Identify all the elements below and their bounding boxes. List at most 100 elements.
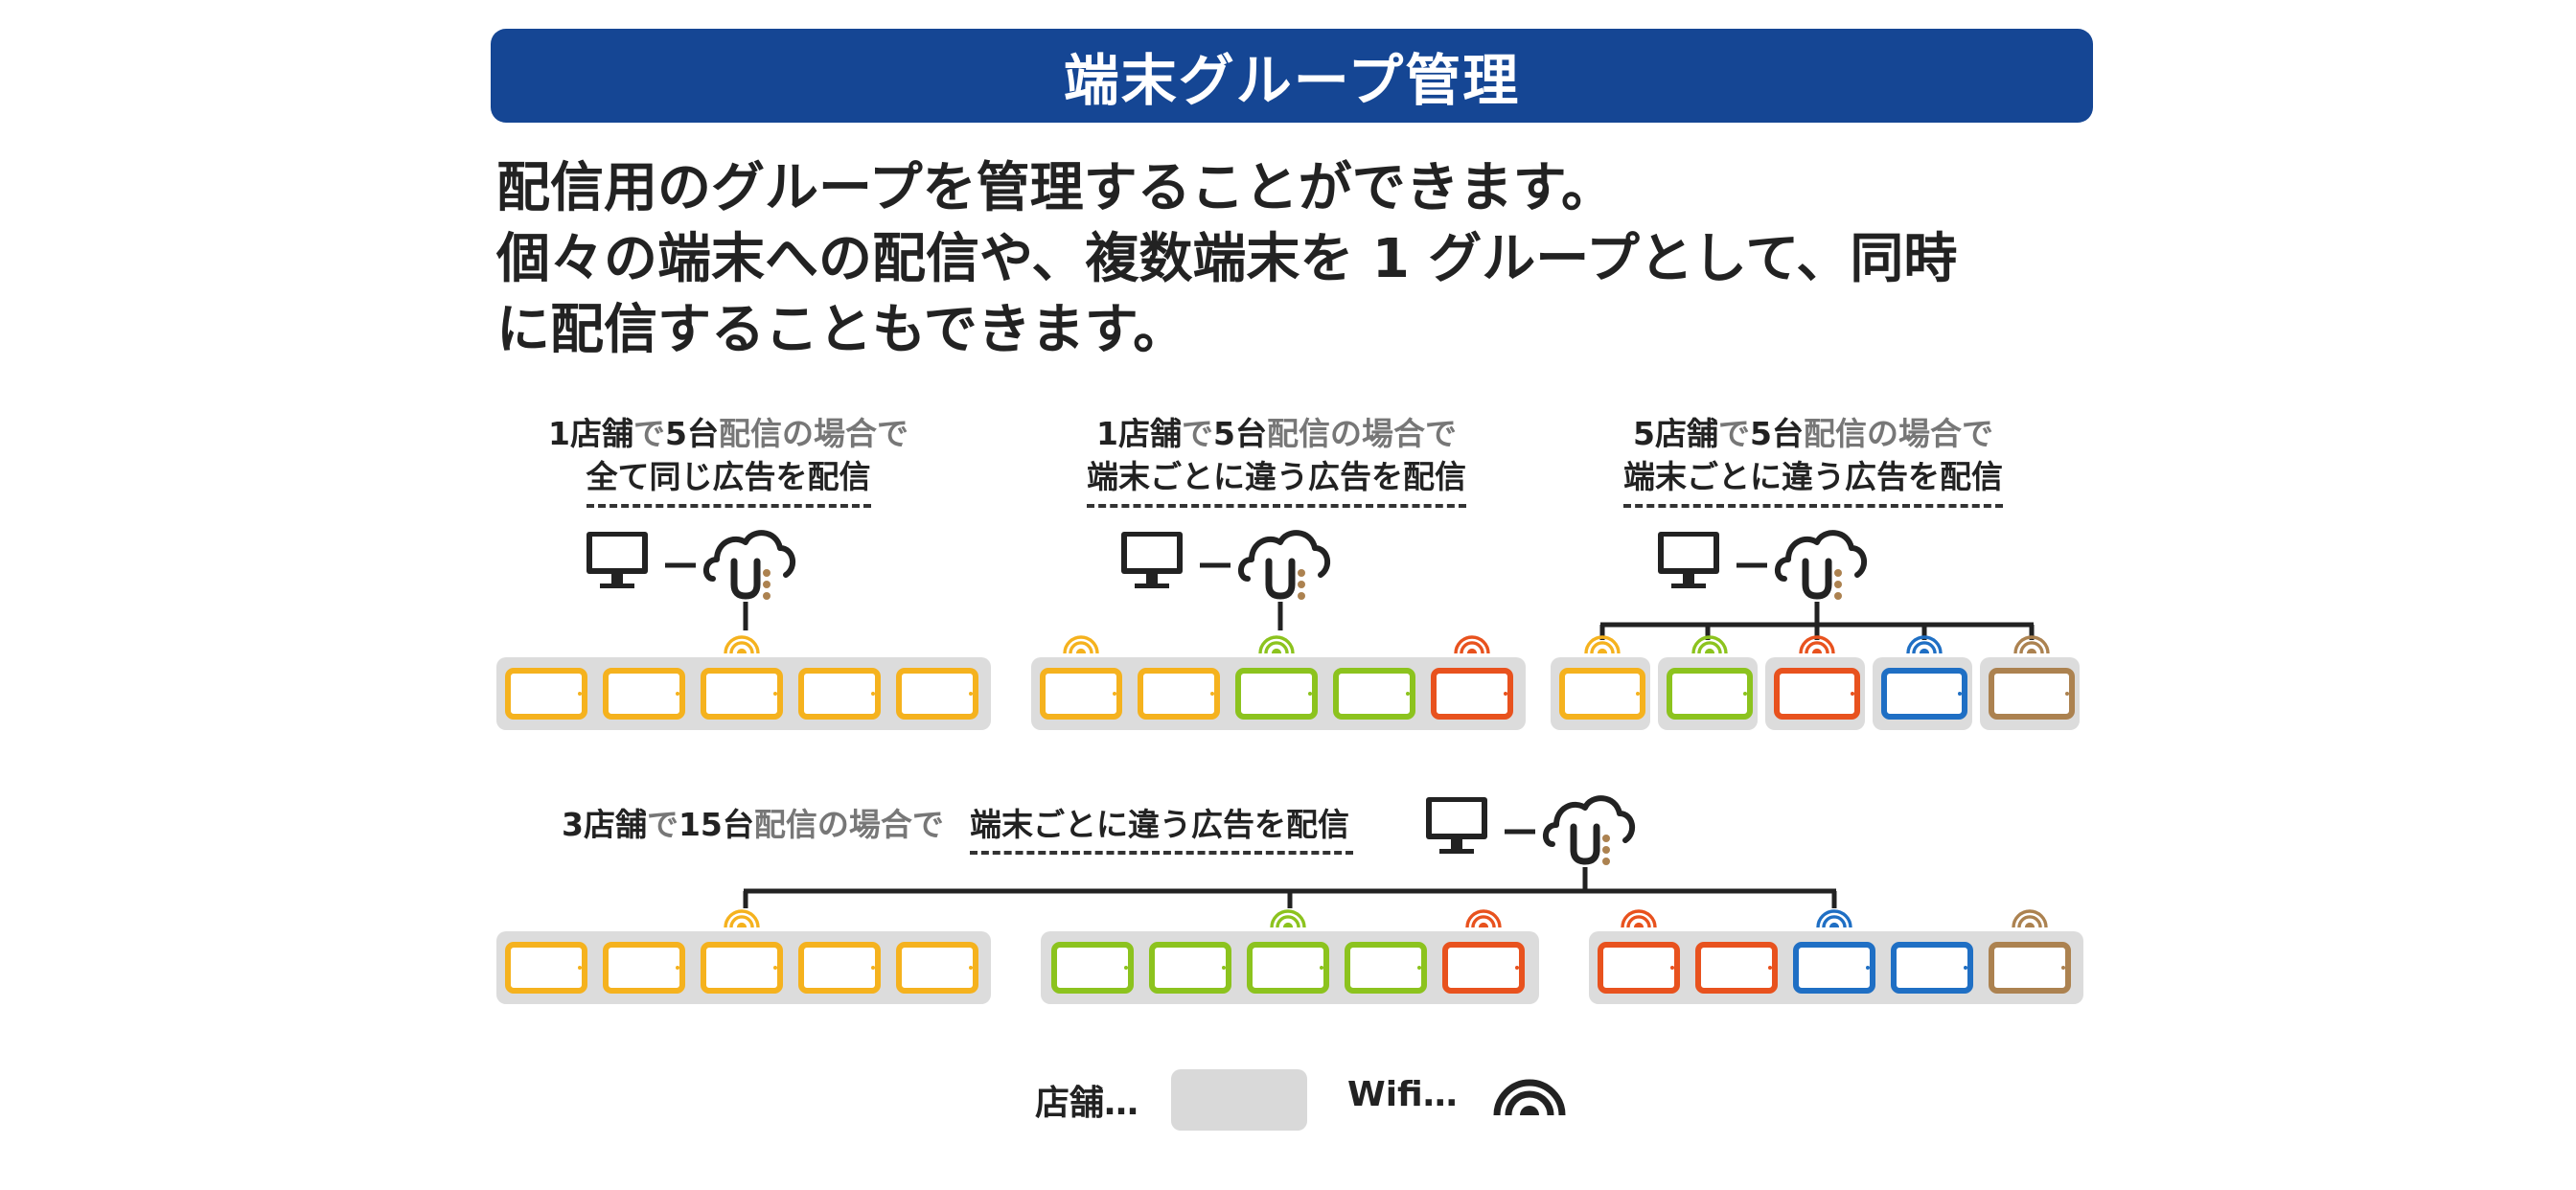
cloud-u-icon: [1546, 798, 1632, 865]
tablet-icon: [1989, 942, 2071, 994]
case2-stores: [1031, 635, 1526, 730]
wifi-icon: [1584, 635, 1621, 654]
tablet-button: [969, 692, 973, 696]
wifi-icon: [1493, 1079, 1566, 1116]
wifi-icon: [724, 909, 760, 928]
cloud-u-icon: [706, 533, 793, 600]
wifi-icon: [1621, 909, 1657, 928]
tablet-icon: [1247, 942, 1329, 994]
tablet-button: [1851, 692, 1854, 696]
page-title: 端末グループ管理: [1063, 48, 1521, 113]
tablet-button: [1636, 692, 1640, 696]
wifi-icon: [1454, 635, 1490, 654]
wifi-icon: [1258, 635, 1295, 654]
tablet-button: [1417, 966, 1421, 970]
tablet-icon: [1989, 668, 2075, 720]
tablet-icon: [1891, 942, 1973, 994]
monitor-icon: [1658, 532, 1719, 588]
tablet-icon: [1793, 942, 1875, 994]
tablet-icon: [603, 942, 685, 994]
description-line-1: 配信用のグループを管理することができます。: [496, 157, 1616, 219]
tablet-button: [1515, 966, 1519, 970]
case4-subtitle: 端末ごとに違う広告を配信: [970, 799, 1353, 855]
tablet-icon: [1442, 942, 1525, 994]
tablet-button: [1320, 966, 1323, 970]
tablet-icon: [603, 668, 685, 720]
tablet-icon: [896, 668, 978, 720]
tablet-button: [676, 966, 679, 970]
wifi-icon: [1799, 635, 1835, 654]
description-line-2: 個々の端末への配信や、複数端末を 1 グループとして、同時: [496, 228, 1958, 290]
case2-subtitle: 端末ごとに違う広告を配信: [1087, 456, 1466, 508]
page-title-banner: 端末グループ管理: [491, 29, 2093, 123]
tablet-icon: [701, 668, 783, 720]
tablet-button: [578, 692, 582, 696]
tablet-icon: [1431, 668, 1513, 720]
tablet-button: [1210, 692, 1214, 696]
tablet-button: [1670, 966, 1674, 970]
tablet-button: [1768, 966, 1772, 970]
description-line-3: に配信することもできます。: [496, 299, 1187, 361]
tablet-icon: [1040, 668, 1122, 720]
tablet-button: [773, 966, 777, 970]
cloud-u-icon: [1241, 533, 1327, 600]
tablet-icon: [1333, 668, 1415, 720]
tablet-button: [871, 966, 875, 970]
tablet-icon: [701, 942, 783, 994]
tablet-icon: [1559, 668, 1645, 720]
tablet-icon: [1695, 942, 1778, 994]
tablet-button: [1222, 966, 1226, 970]
wifi-icon: [2013, 635, 2050, 654]
wifi-icon: [1465, 909, 1502, 928]
description: 配信用のグループを管理することができます。 個々の端末への配信や、複数端末を 1…: [496, 153, 2145, 366]
case1-source: [586, 532, 793, 630]
tablet-icon: [896, 942, 978, 994]
case1-stores: [496, 635, 991, 730]
tablet-icon: [1667, 668, 1753, 720]
tablet-button: [871, 692, 875, 696]
case1-caption: 1店舗で5台配信の場合で 全て同じ広告を配信: [546, 412, 910, 508]
case2-source: [1121, 532, 1327, 630]
tablet-icon: [1881, 668, 1967, 720]
tablet-icon: [1598, 942, 1680, 994]
case4-caption: 3店舗で15台配信の場合で: [562, 806, 944, 843]
case3-caption: 5店舗で5台配信の場合で 端末ごとに違う広告を配信: [1612, 412, 2014, 508]
case4a-stores: [496, 909, 991, 1004]
case3-source: [1599, 532, 2035, 640]
monitor-icon: [1121, 532, 1183, 588]
tablet-icon: [1149, 942, 1231, 994]
monitor-icon: [586, 532, 648, 588]
tablet-button: [1964, 966, 1967, 970]
cloud-u-icon: [1778, 533, 1864, 600]
tablet-button: [2061, 966, 2065, 970]
case3-subtitle: 端末ごとに違う広告を配信: [1623, 456, 2003, 508]
case3-stores: [1551, 635, 2080, 730]
case4-source: [743, 797, 1837, 908]
case4c-stores: [1589, 909, 2083, 1004]
tablet-button: [1124, 966, 1128, 970]
case4b-stores: [1041, 909, 1539, 1004]
tablet-button: [1504, 692, 1507, 696]
tablet-icon: [798, 668, 881, 720]
tablet-icon: [505, 668, 587, 720]
case2-caption: 1店舗で5台配信の場合で 端末ごとに違う広告を配信: [1075, 412, 1478, 508]
legend-store-swatch: [1171, 1069, 1307, 1131]
wifi-icon: [724, 635, 760, 654]
tablet-button: [1308, 692, 1312, 696]
legend-store-label: 店舗…: [1035, 1084, 1139, 1123]
tablet-button: [1743, 692, 1747, 696]
legend-wifi-label: Wifi…: [1347, 1075, 1458, 1114]
wifi-icon: [1816, 909, 1852, 928]
tablet-icon: [1138, 668, 1220, 720]
monitor-icon: [1426, 797, 1487, 854]
case1-subtitle: 全て同じ広告を配信: [586, 456, 871, 508]
tablet-icon: [1774, 668, 1860, 720]
tablet-button: [1866, 966, 1870, 970]
tablet-button: [1406, 692, 1410, 696]
tablet-button: [2065, 692, 2069, 696]
tablet-icon: [1051, 942, 1134, 994]
wifi-icon: [1063, 635, 1099, 654]
tablet-button: [578, 966, 582, 970]
tablet-button: [1958, 692, 1962, 696]
